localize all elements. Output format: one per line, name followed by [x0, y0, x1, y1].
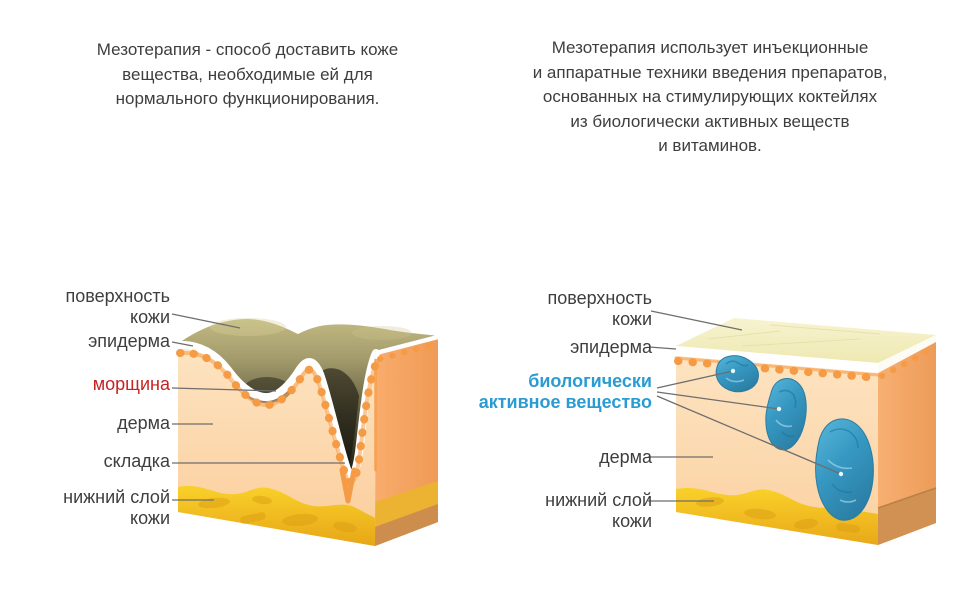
leader-substance-1 [656, 370, 734, 389]
subcutaneous-layer [676, 487, 878, 545]
leader-lines-right [648, 310, 842, 502]
leader-epidermis [648, 346, 677, 350]
label-lower-layer-right: нижний слой кожи [545, 490, 652, 531]
substance-blob-3 [815, 418, 874, 521]
skin-block-side-face [877, 342, 937, 545]
treated-skin-illustration [648, 310, 937, 545]
label-active-substance: биологически активное вещество [478, 371, 652, 412]
label-wrinkle: морщина [92, 374, 170, 394]
epidermis-white-side [878, 335, 936, 373]
label-skin-surface-left: поверхность кожи [65, 286, 170, 327]
label-epidermis-left: эпидерма [88, 331, 170, 351]
substance-blob-1 [715, 355, 759, 393]
intro-text-right: Мезотерапия использует инъекционные и ап… [532, 38, 888, 155]
label-dermis-right: дерма [599, 447, 652, 467]
subcutaneous-layer [178, 486, 375, 546]
epidermis-white-top [676, 346, 878, 373]
intro-text-left: Мезотерапия - способ доставить коже веще… [96, 40, 399, 108]
leader-end-dots [730, 368, 844, 477]
fold-crevice-shadow [321, 368, 359, 470]
subcutaneous-texture [696, 497, 860, 534]
leader-wrinkle [171, 387, 277, 392]
leader-skin-surface [171, 313, 241, 329]
leader-skin-surface [650, 310, 743, 331]
subcutaneous-texture [198, 495, 357, 533]
leader-substance-3 [656, 395, 842, 475]
epidermis-bumps [674, 345, 937, 382]
top-surface-texture [707, 324, 881, 347]
fold-tip [339, 467, 357, 504]
label-dermis-left: дерма [117, 413, 170, 433]
label-fold: складка [103, 451, 170, 471]
leader-epidermis [171, 341, 194, 347]
surface-highlights [210, 318, 412, 340]
leader-substance-2 [656, 391, 780, 410]
skin-block-side-face [375, 336, 438, 546]
label-epidermis-right: эпидерма [570, 337, 652, 357]
label-lower-layer-left: нижний слой кожи [63, 487, 170, 528]
leader-lines-left [171, 313, 345, 501]
substance-blob-2 [765, 378, 807, 451]
epidermis-bumps [176, 341, 439, 504]
label-skin-surface-right: поверхность кожи [547, 288, 652, 329]
wrinkled-skin-illustration [171, 313, 441, 546]
